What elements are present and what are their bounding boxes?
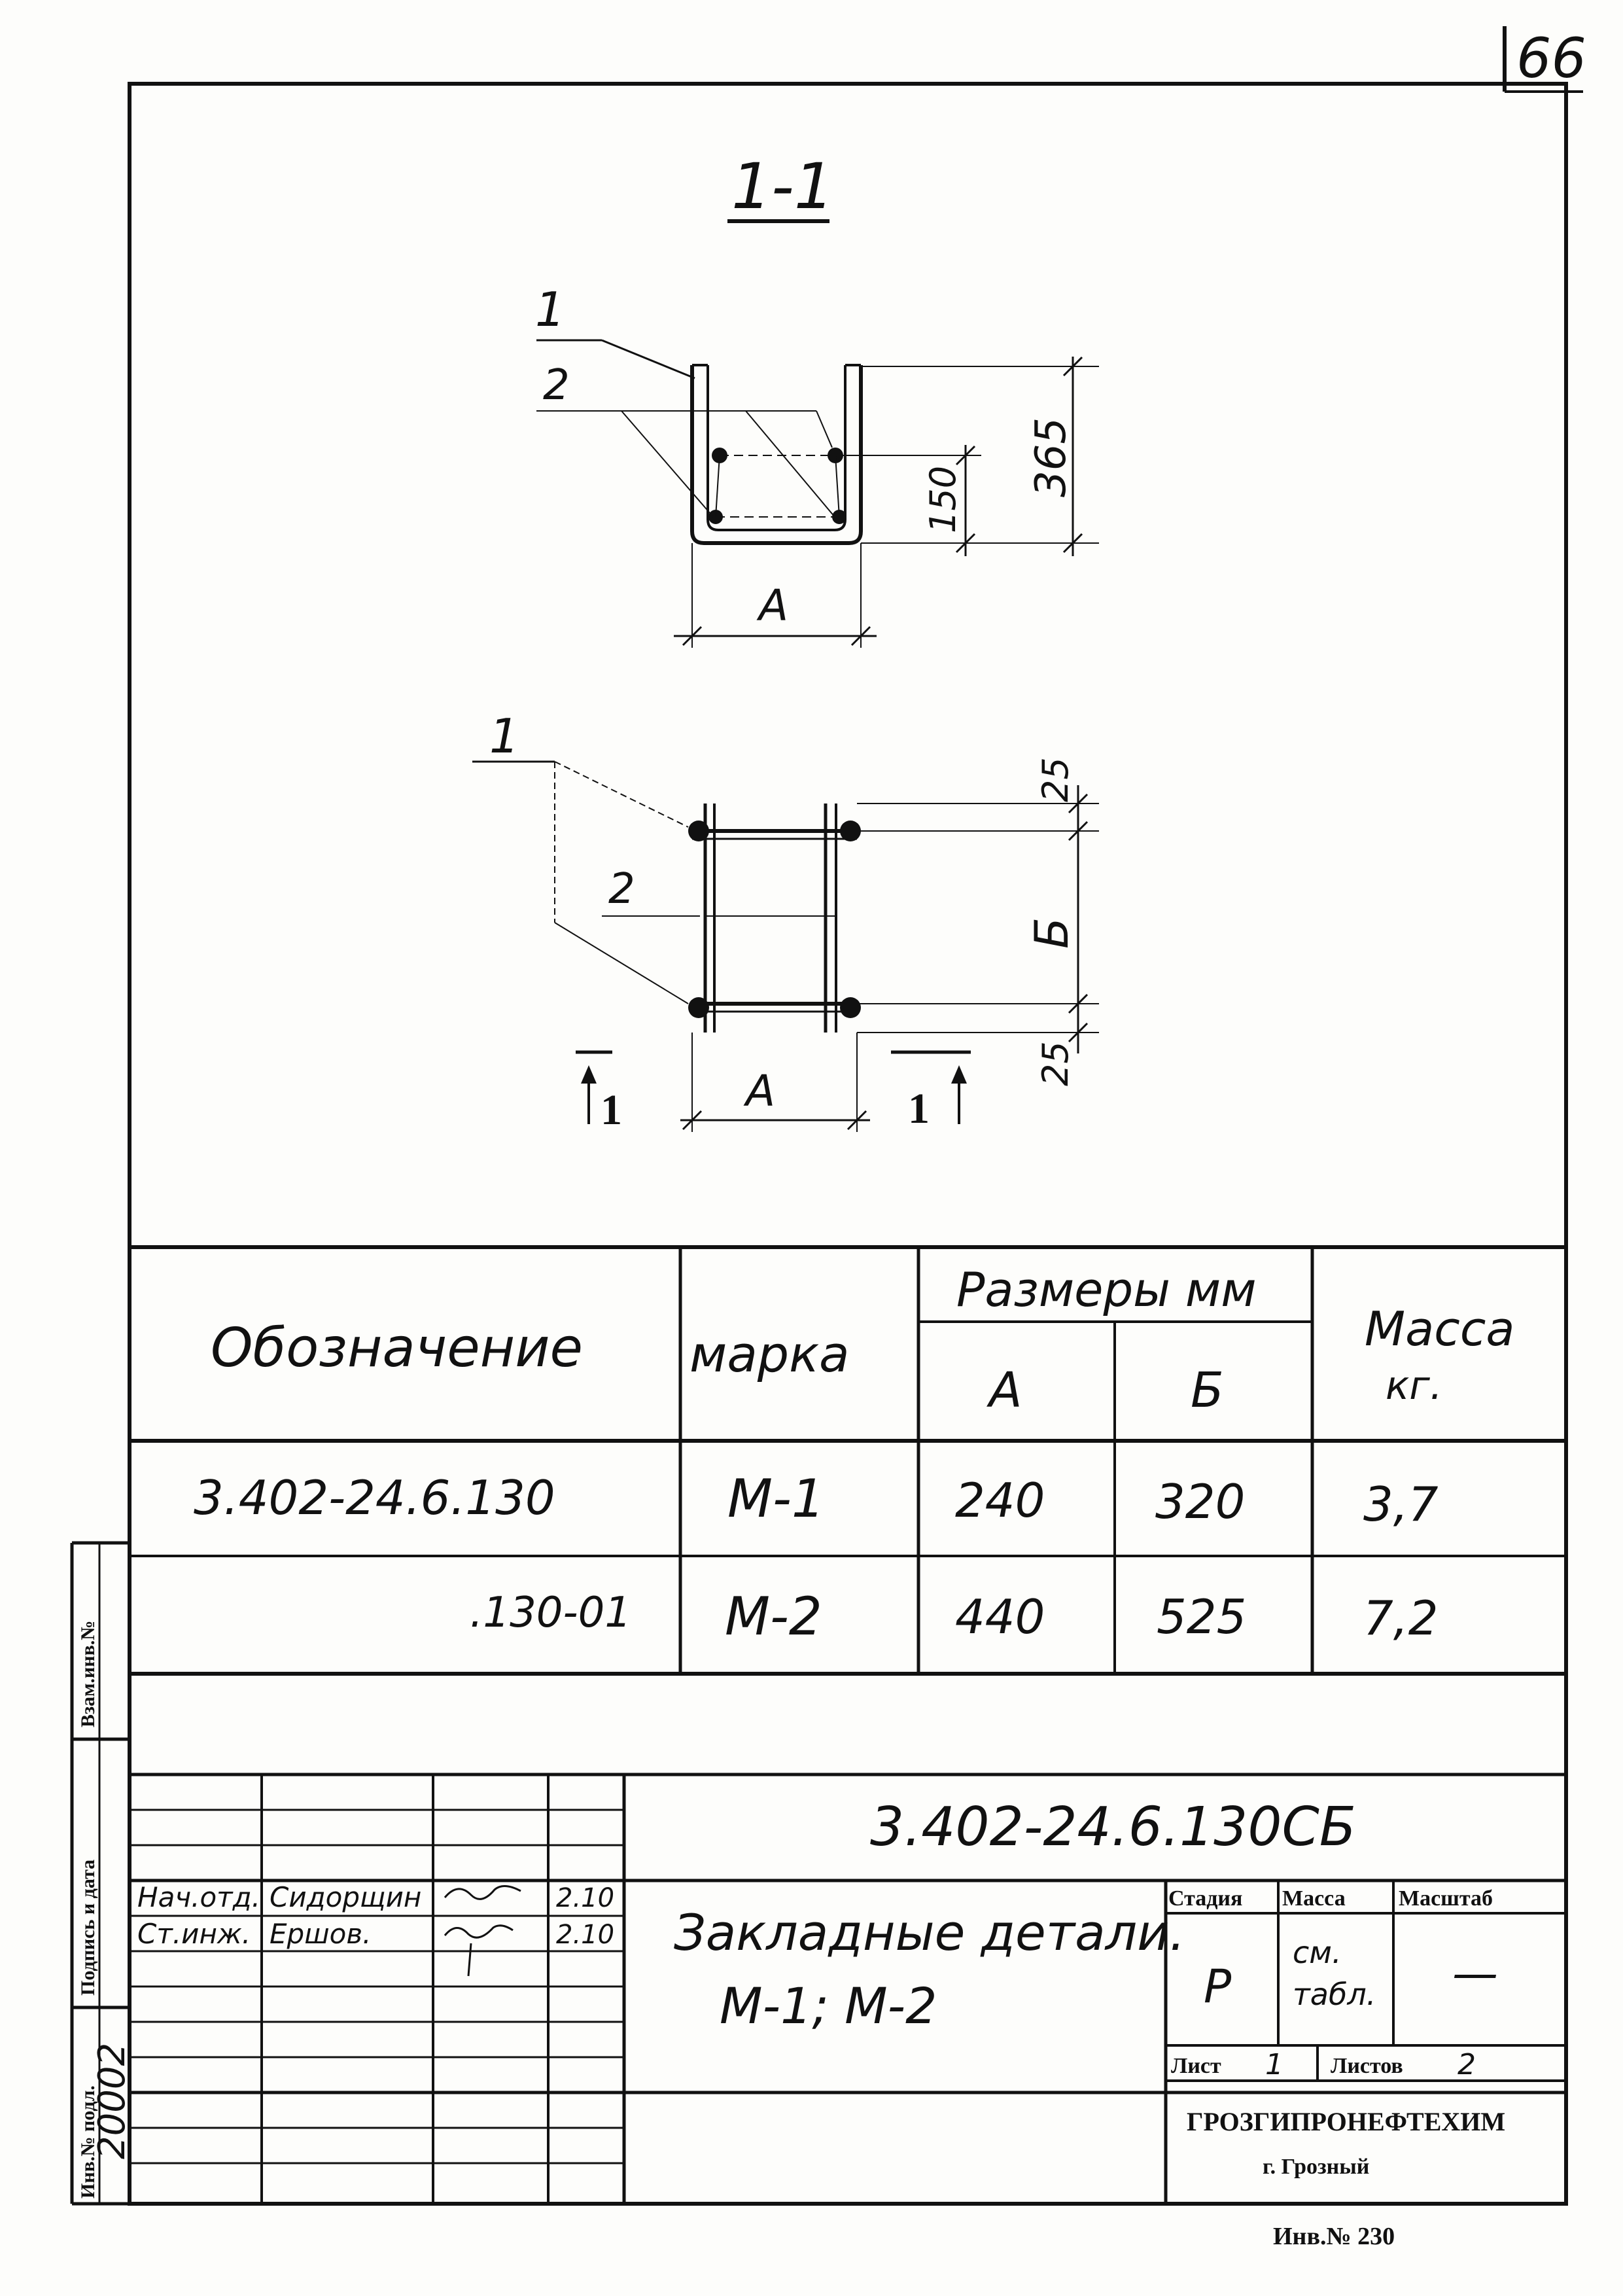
row2-mark: М-2 (725, 1586, 822, 1647)
rebar-end (688, 821, 709, 841)
spec-table: Обозначение марка Размеры мм A Б Масса к… (130, 1245, 1566, 1676)
row1-b: 320 (1155, 1474, 1245, 1529)
organization: ГРОЗГИПРОНЕФТЕХИМ (1187, 2107, 1505, 2136)
sheet-number: 66 (1516, 26, 1586, 90)
role-2: Ст.инж. (137, 1918, 251, 1950)
value-stage: Р (1204, 1960, 1232, 2013)
plan-view: 1 2 25 Б 25 A 1 1 (472, 709, 1099, 1134)
callout-1: 1 (535, 282, 565, 337)
label-scale: Масштаб (1399, 1886, 1493, 1911)
row2-b: 525 (1157, 1589, 1246, 1644)
row2-a: 440 (955, 1589, 1045, 1644)
label-mass: Масса (1282, 1886, 1346, 1911)
channel-outer (690, 365, 863, 545)
date-1: 2.10 (556, 1883, 614, 1913)
value-mass-line2: табл. (1293, 1977, 1376, 2012)
header-a: A (986, 1362, 1022, 1419)
value-mass-line1: см. (1293, 1935, 1342, 1970)
label-stage: Стадия (1168, 1886, 1242, 1911)
title-block: 3.402-24.6.130СБ Закладные детали. М-1; … (130, 1773, 1566, 2204)
header-mass-unit: кг. (1386, 1363, 1442, 1409)
callout-2: 2 (543, 361, 570, 410)
row1-mass: 3,7 (1363, 1477, 1439, 1532)
doc-code: 3.402-24.6.130СБ (870, 1796, 1356, 1858)
margin-label-inv-sub: Взам.инв.№ (77, 1621, 99, 1727)
value-sheet: 1 (1265, 2048, 1283, 2081)
channel-inner (707, 365, 846, 531)
section-title: 1-1 (731, 150, 834, 223)
signature-2 (444, 1924, 514, 1977)
organization-city: г. Грозный (1263, 2155, 1369, 2179)
doc-title-line2: М-1; М-2 (720, 1977, 937, 2035)
header-mark: марка (689, 1325, 850, 1383)
label-sheet: Лист (1171, 2054, 1221, 2078)
name-2: Ершов. (270, 1918, 371, 1950)
date-2: 2.10 (556, 1920, 614, 1950)
header-mass: Масса (1365, 1301, 1515, 1356)
value-sheets: 2 (1457, 2048, 1476, 2081)
margin-label-inv-orig: Инв.№ подл. (77, 2085, 99, 2199)
margin-label-sign-date: Подпись и дата (77, 1860, 99, 1996)
row2-mass: 7,2 (1363, 1591, 1439, 1646)
doc-title-line1: Закладные детали. (674, 1903, 1185, 1962)
drawing-frame (128, 82, 1568, 2206)
row2-designation: .130-01 (470, 1589, 631, 1637)
dim-365: 365 (1027, 417, 1075, 497)
role-1: Нач.отд. (137, 1881, 260, 1913)
row1-a: 240 (955, 1473, 1045, 1528)
rebar-end (840, 997, 861, 1018)
section-view: 1 2 150 365 A (535, 282, 1099, 648)
dim-a-plan: A (743, 1066, 775, 1116)
value-scale: — (1452, 1947, 1498, 2000)
margin-inv-number: 20002 (91, 2043, 133, 2159)
dim-150: 150 (922, 466, 964, 533)
header-designation: Обозначение (211, 1317, 583, 1379)
rebar-end (840, 821, 861, 841)
dim-b: Б (1025, 917, 1079, 949)
section-marker-left: 1 (601, 1086, 622, 1134)
header-b: Б (1191, 1362, 1224, 1419)
rebar-end (688, 997, 709, 1018)
left-margin-strip: Взам.инв.№ Подпись и дата Инв.№ подл. 20… (70, 1541, 133, 2206)
row1-designation: 3.402-24.6.130 (194, 1470, 555, 1525)
plan-callout-2: 2 (608, 865, 635, 913)
dim-a-section: A (756, 580, 788, 631)
dim-25-top: 25 (1035, 757, 1076, 802)
section-marker-right: 1 (908, 1085, 930, 1133)
dim-25-bottom: 25 (1035, 1041, 1076, 1086)
name-1: Сидорщин (270, 1881, 421, 1913)
inventory-number: Инв.№ 230 (1273, 2223, 1395, 2250)
label-sheets: Листов (1331, 2054, 1403, 2078)
signature-1 (444, 1885, 521, 1900)
header-sizes: Размеры мм (956, 1262, 1257, 1317)
plan-callout-1: 1 (489, 709, 519, 764)
row1-mark: М-1 (727, 1468, 825, 1529)
